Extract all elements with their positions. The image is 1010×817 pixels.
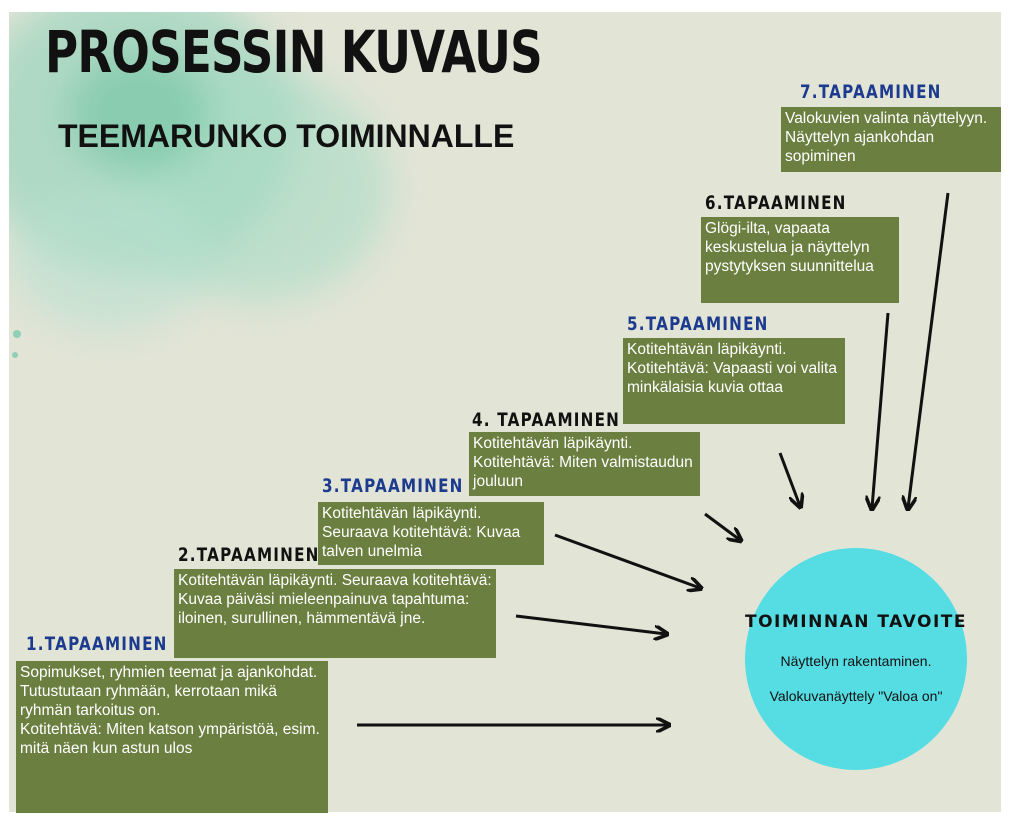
step-5-label: 5.TAPAAMINEN <box>627 313 769 335</box>
step-6-box: Glögi-ilta, vapaata keskustelua ja näytt… <box>701 217 899 303</box>
step-4-box: Kotitehtävän läpikäynti. Kotitehtävä: Mi… <box>469 432 700 496</box>
goal-text-2: Valokuvanäyttely "Valoa on" <box>769 688 943 704</box>
step-5-box: Kotitehtävän läpikäynti. Kotitehtävä: Va… <box>623 338 845 424</box>
step-1-label: 1.TAPAAMINEN <box>26 633 168 655</box>
watercolor-blob <box>9 182 209 332</box>
step-2-label: 2.TAPAAMINEN <box>178 544 320 566</box>
step-7-box: Valokuvien valinta näyttelyyn. Näyttelyn… <box>781 107 1001 172</box>
step-4-label: 4. TAPAAMINEN <box>472 409 621 431</box>
step-3-label: 3.TAPAAMINEN <box>322 475 464 497</box>
watercolor-dot <box>12 352 18 358</box>
watercolor-blob <box>69 52 209 172</box>
step-6-label: 6.TAPAAMINEN <box>705 192 847 214</box>
watercolor-dot <box>13 330 21 338</box>
page-title: PROSESSIN KUVAUS <box>45 18 543 86</box>
goal-text-1: Näyttelyn rakentaminen. <box>780 653 932 669</box>
step-3-box: Kotitehtävän läpikäynti. Seuraava kotite… <box>318 502 544 565</box>
goal-circle: TOIMINNAN TAVOITE Näyttelyn rakentaminen… <box>745 548 967 770</box>
step-7-label: 7.TAPAAMINEN <box>800 81 942 103</box>
goal-title: TOIMINNAN TAVOITE <box>745 612 967 632</box>
page-subtitle: TEEMARUNKO TOIMINNALLE <box>58 118 515 154</box>
step-2-box: Kotitehtävän läpikäynti. Seuraava kotite… <box>174 569 496 658</box>
step-1-box: Sopimukset, ryhmien teemat ja ajankohdat… <box>16 661 328 813</box>
